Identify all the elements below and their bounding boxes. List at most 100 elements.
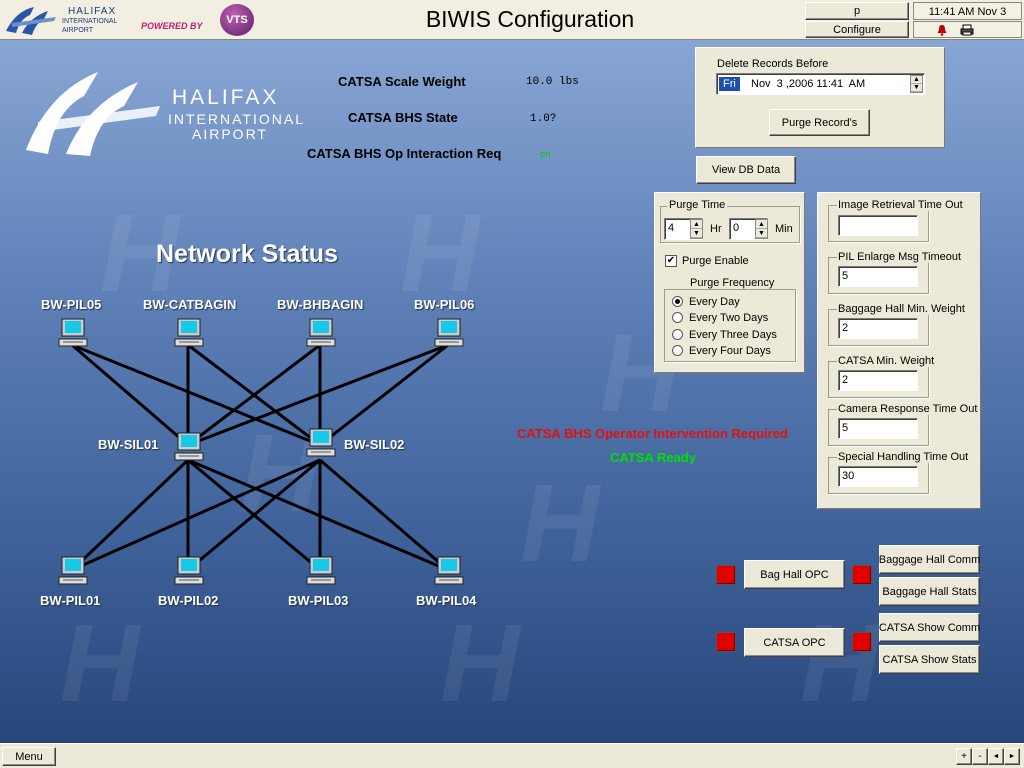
minute-label: Min (775, 223, 793, 235)
powered-by-label: POWERED BY (141, 21, 203, 31)
spin-down-icon[interactable]: ▼ (756, 229, 767, 238)
hour-spinner[interactable]: ▲ ▼ (690, 219, 703, 239)
purge-frequency-label: Purge Frequency (688, 277, 777, 289)
configure-button[interactable]: Configure (805, 21, 909, 38)
node-bw-pil06[interactable] (433, 318, 465, 351)
scale-weight-label: CATSA Scale Weight (338, 74, 466, 89)
view-db-data-button[interactable]: View DB Data (696, 156, 796, 184)
date-spinner[interactable]: ▲ ▼ (910, 75, 923, 93)
logo-text-airport: AIRPORT (62, 27, 93, 34)
catsa-comm-indicator (852, 632, 872, 652)
option-every-day: Every Day (689, 296, 740, 308)
minute-spinner[interactable]: ▲ ▼ (755, 219, 768, 239)
node-bw-pil02[interactable] (173, 556, 205, 589)
catsa-opc-button[interactable]: CATSA OPC (744, 628, 845, 657)
pil-enlarge-label: PIL Enlarge Msg Timeout (837, 251, 963, 263)
node-label-bhbagin: BW-BHBAGIN (277, 297, 364, 312)
baggage-hall-comm-button[interactable]: Baggage Hall Comm (879, 545, 980, 574)
radio-every-three-days[interactable] (672, 329, 683, 340)
bell-icon[interactable] (936, 24, 948, 36)
radio-every-day[interactable] (672, 296, 683, 307)
node-label-pil03: BW-PIL03 (288, 593, 349, 608)
catsa-min-weight-input[interactable]: 2 (838, 370, 918, 391)
camera-response-label: Camera Response Time Out (837, 403, 979, 415)
bh-min-weight-input[interactable]: 2 (838, 318, 918, 339)
printer-icon[interactable] (960, 24, 974, 36)
scroll-left-button[interactable]: ◄ (988, 748, 1004, 765)
delete-records-label: Delete Records Before (717, 58, 829, 70)
node-label-pil01: BW-PIL01 (40, 593, 101, 608)
menu-button[interactable]: Menu (2, 747, 56, 766)
bh-min-weight-label: Baggage Hall Min. Weight (837, 303, 966, 315)
spin-up-icon[interactable]: ▲ (691, 220, 702, 229)
purge-panel: Purge Time 4 ▲ ▼ Hr 0 ▲ ▼ Min ✔ Purge En… (654, 192, 805, 373)
computer-icon (58, 318, 88, 347)
node-bw-pil03[interactable] (305, 556, 337, 589)
bhs-state-label: CATSA BHS State (348, 110, 458, 125)
bag-hall-opc-button[interactable]: Bag Hall OPC (744, 560, 845, 589)
hour-label: Hr (710, 223, 722, 235)
halifax-logo-icon (6, 7, 56, 35)
image-retrieval-label: Image Retrieval Time Out (837, 199, 964, 211)
computer-icon (306, 318, 336, 347)
purge-enable-checkbox[interactable]: ✔ (665, 255, 677, 267)
date-rest-segment[interactable]: Nov 3 ,2006 11:41 AM (751, 78, 866, 90)
user-button[interactable]: p (805, 2, 909, 20)
catsa-show-stats-button[interactable]: CATSA Show Stats (879, 645, 980, 674)
image-retrieval-input[interactable] (838, 215, 918, 236)
zoom-out-button[interactable]: - (972, 748, 988, 765)
logo-large-halifax: HALIFAX (172, 86, 280, 109)
op-interaction-label: CATSA BHS Op Interaction Req (307, 146, 502, 161)
node-bw-catbagin[interactable] (173, 318, 205, 351)
option-every-four-days: Every Four Days (689, 345, 771, 357)
bag-hall-opc-indicator (716, 565, 736, 585)
intervention-status-text: CATSA BHS Operator Intervention Required (517, 426, 788, 441)
purge-time-label: Purge Time (667, 199, 728, 211)
purge-enable-label: Purge Enable (682, 255, 749, 267)
computer-icon (434, 318, 464, 347)
halifax-logo-large: HALIFAX INTERNATIONAL AIRPORT (20, 62, 340, 162)
node-label-pil05: BW-PIL05 (41, 297, 102, 312)
radio-every-four-days[interactable] (672, 345, 683, 356)
date-day-segment[interactable]: Fri (719, 77, 740, 91)
camera-response-input[interactable]: 5 (838, 418, 918, 439)
purge-time-group (660, 206, 800, 243)
node-bw-sil02[interactable] (305, 428, 337, 461)
delete-date-picker[interactable]: Fri Nov 3 ,2006 11:41 AM ▲ ▼ (716, 73, 925, 95)
logo-text-halifax: HALIFAX (68, 6, 117, 17)
node-label-pil04: BW-PIL04 (416, 593, 477, 608)
scroll-right-button[interactable]: ► (1004, 748, 1020, 765)
delete-records-panel: Delete Records Before Fri Nov 3 ,2006 11… (695, 47, 945, 148)
node-bw-pil04[interactable] (433, 556, 465, 589)
clock-display: 11:41 AM Nov 3 (913, 2, 1022, 20)
zoom-in-button[interactable]: + (956, 748, 972, 765)
purge-frequency-group (664, 289, 796, 362)
node-label-pil06: BW-PIL06 (414, 297, 475, 312)
option-every-three-days: Every Three Days (689, 329, 777, 341)
baggage-hall-stats-button[interactable]: Baggage Hall Stats (879, 577, 980, 606)
halifax-wing-icon (26, 72, 160, 156)
node-label-pil02: BW-PIL02 (158, 593, 219, 608)
logo-large-international: INTERNATIONAL (168, 111, 305, 127)
footer-bar: Menu + - ◄ ► (0, 743, 1024, 768)
pil-enlarge-input[interactable]: 5 (838, 266, 918, 287)
spin-down-icon[interactable]: ▼ (691, 229, 702, 238)
spin-up-icon[interactable]: ▲ (911, 76, 922, 84)
logo-text-international: INTERNATIONAL (62, 18, 118, 25)
purge-records-button[interactable]: Purge Record's (769, 109, 870, 136)
special-handling-input[interactable]: 30 (838, 466, 918, 487)
spin-up-icon[interactable]: ▲ (756, 220, 767, 229)
node-bw-pil01[interactable] (57, 556, 89, 589)
node-bw-bhbagin[interactable] (305, 318, 337, 351)
computer-icon (434, 556, 464, 585)
catsa-ready-status-text: CATSA Ready (610, 450, 696, 465)
node-bw-sil01[interactable] (173, 432, 205, 465)
spin-down-icon[interactable]: ▼ (911, 84, 922, 92)
node-label-sil02: BW-SIL02 (344, 437, 405, 452)
computer-icon (306, 428, 336, 457)
special-handling-label: Special Handling Time Out (837, 451, 970, 463)
node-bw-pil05[interactable] (57, 318, 89, 351)
catsa-show-comm-button[interactable]: CATSA Show Comm (879, 613, 980, 642)
computer-icon (174, 318, 204, 347)
radio-every-two-days[interactable] (672, 312, 683, 323)
